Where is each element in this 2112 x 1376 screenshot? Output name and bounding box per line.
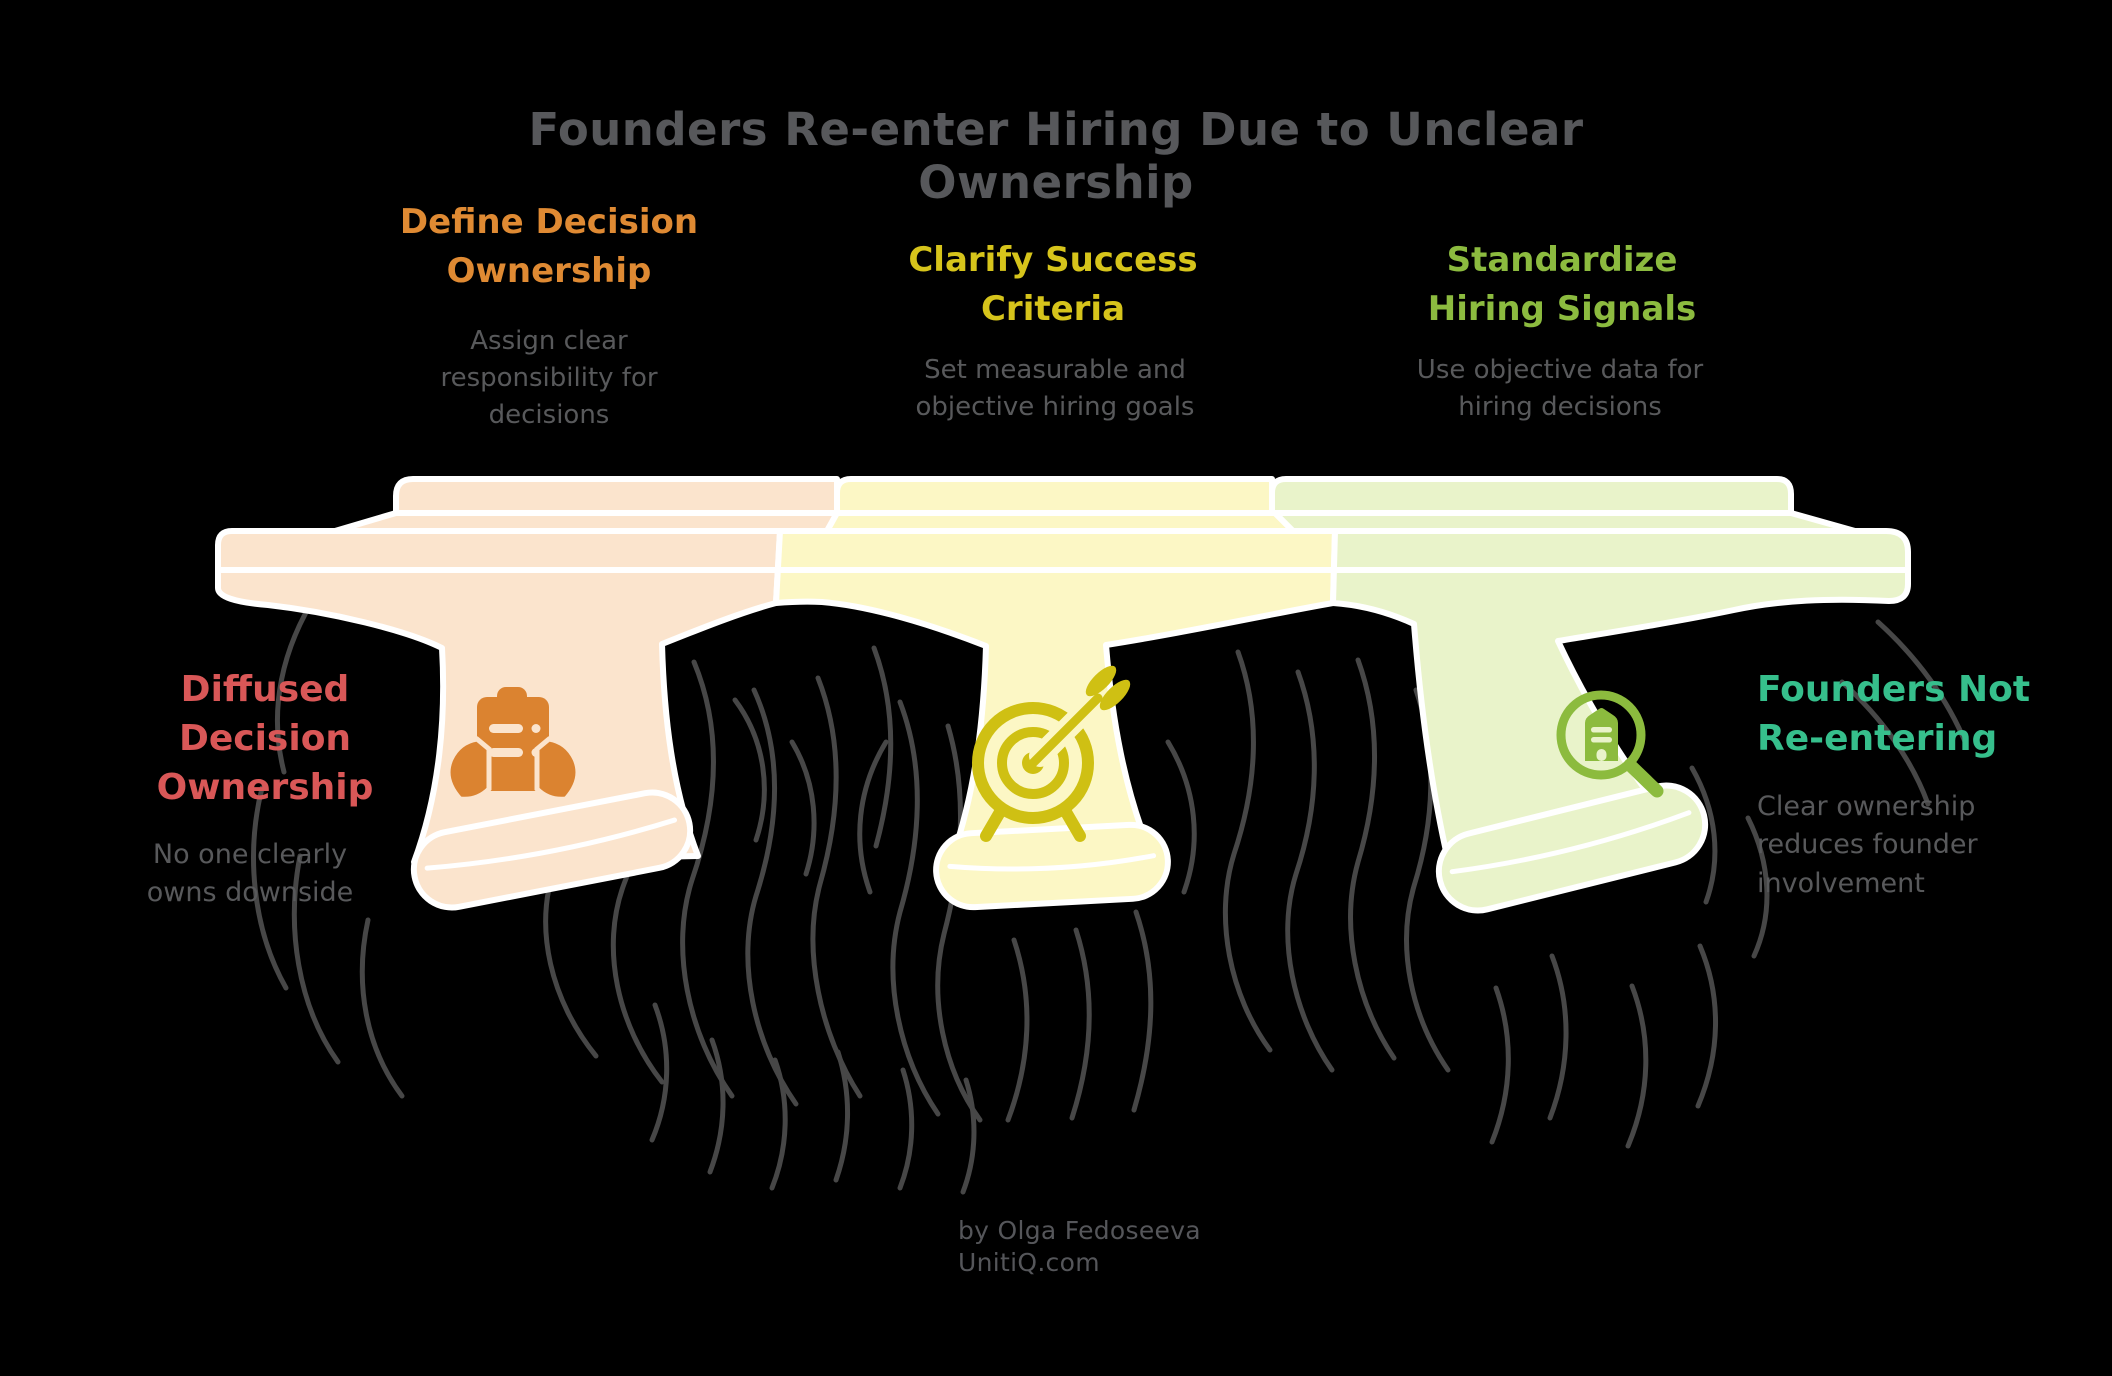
pillar-base-left-edge (424, 817, 678, 871)
water-line (871, 645, 894, 849)
column-heading-standardize-hiring-signals: Standardize Hiring Signals (1427, 240, 1697, 330)
magnifier-lens (1556, 690, 1646, 780)
column-subtitle-standardize-hiring-signals: Use objective data for hiring decisions (1416, 355, 1704, 422)
water-line (680, 659, 735, 1099)
bridge-segment-right (1330, 528, 1911, 863)
water-line (789, 739, 817, 877)
left-hand (445, 736, 492, 802)
column-heading-define-decision-ownership: Define Decision Ownership (399, 202, 699, 292)
building-door (1596, 749, 1607, 761)
magnifier-building-icon (1556, 690, 1664, 798)
pillar-base-middle-edge (947, 853, 1157, 872)
water-line (745, 687, 799, 1107)
clipboard-row-1 (489, 724, 523, 733)
water-line (833, 1049, 850, 1183)
bridge-segment-middle (773, 528, 1338, 861)
building-window-1 (1591, 727, 1612, 733)
water-line (1165, 739, 1197, 895)
water-line (1689, 765, 1718, 905)
clipboard-row-2 (489, 748, 523, 757)
target-legs (980, 806, 1086, 842)
column-subtitle-define-decision-ownership: Assign clear responsibility for decision… (440, 326, 658, 430)
left-label-diffused-decision-ownership: Diffused Decision Ownership (156, 669, 374, 808)
water-line (1069, 927, 1092, 1121)
column-heading-clarify-success-criteria: Clarify Success Criteria (908, 240, 1198, 330)
dart-shaft (1028, 693, 1103, 768)
target-mid-ring (997, 727, 1069, 799)
water-line (732, 697, 767, 843)
water-line (1285, 669, 1335, 1073)
building-glyph (1585, 708, 1618, 761)
rail-left (393, 476, 840, 516)
water-line (1695, 943, 1719, 1109)
water-line (1005, 937, 1030, 1123)
water-line (769, 1057, 788, 1191)
left-label-subtitle: No one clearly owns downside (146, 839, 354, 909)
pillar-base-right-edge (1449, 810, 1692, 875)
water-line (1839, 679, 1931, 807)
hands-holding-clipboard-icon (445, 687, 581, 802)
water-line (935, 723, 983, 1123)
target-outer-ring (972, 702, 1094, 824)
clipboard-board (477, 697, 549, 791)
clipboard-dot-1 (531, 724, 541, 733)
water-line (1222, 649, 1273, 1053)
water-line (857, 739, 889, 895)
water-line (291, 853, 341, 1065)
magnifier-handle (1623, 758, 1664, 798)
water-line (1348, 657, 1397, 1061)
column-subtitle-clarify-success-criteria: Set measurable and objective hiring goal… (915, 355, 1195, 422)
water-line (1131, 909, 1154, 1113)
right-label-founders-not-reentering: Founders Not Re-entering (1757, 669, 2031, 759)
water-line (810, 675, 863, 1099)
water-line (897, 1067, 915, 1191)
building-window-2 (1591, 737, 1612, 743)
water-line (960, 1077, 977, 1195)
water-line (251, 785, 289, 991)
water-line (707, 1037, 726, 1175)
water-line (649, 1002, 670, 1143)
rail-middle (834, 476, 1275, 516)
water-line (359, 917, 405, 1099)
rail-right (1269, 476, 1794, 516)
water-line (1745, 815, 1770, 959)
water-line (1489, 985, 1511, 1145)
dart-flight-1 (1085, 665, 1117, 697)
page-title: Founders Re-enter Hiring Due to Unclear … (528, 103, 1584, 209)
right-hand (534, 736, 581, 802)
pillar-bases (410, 782, 1709, 914)
target-dart-icon (972, 665, 1131, 842)
dart-flight-2 (1099, 679, 1131, 711)
water-line (890, 699, 941, 1117)
water-line (1875, 619, 1969, 747)
water-line (1625, 983, 1649, 1149)
right-label-subtitle: Clear ownership reduces founder involvem… (1757, 791, 1978, 899)
water-line (1547, 953, 1569, 1121)
attribution: by Olga Fedoseeva UnitiQ.com (958, 1216, 1201, 1277)
